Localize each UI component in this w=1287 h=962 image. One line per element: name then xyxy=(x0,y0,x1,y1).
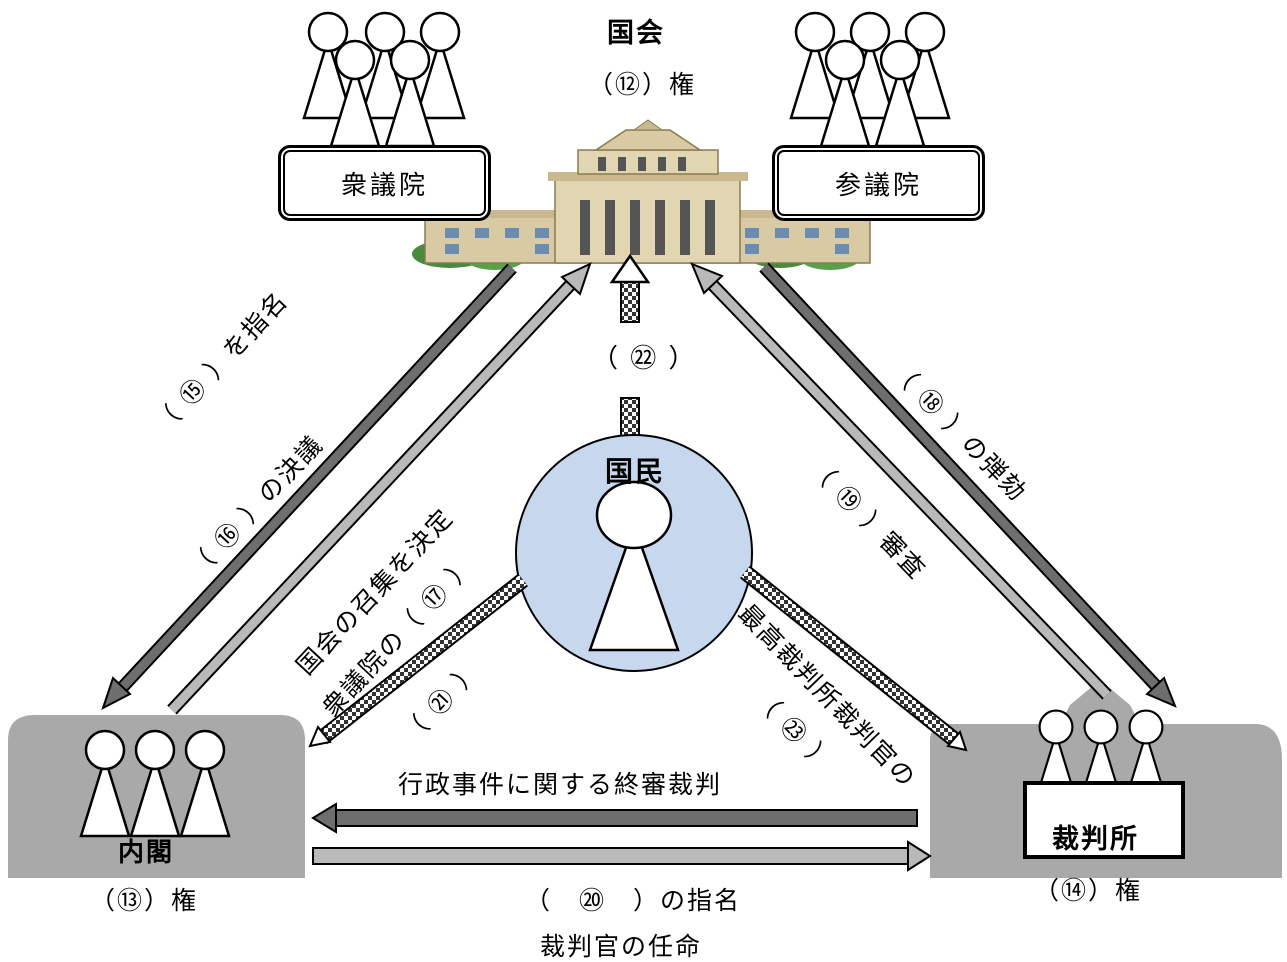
people-circle xyxy=(515,434,753,672)
diet-power-label: （⑫）権 xyxy=(588,70,697,99)
arrow-people-to-diet xyxy=(609,253,651,439)
arrow-court-to-cabinet xyxy=(311,802,918,834)
court-judges-icon xyxy=(1023,709,1185,859)
cabinet-title: 内閣 xyxy=(118,838,175,868)
house-of-councillors-label: 参議院 xyxy=(834,170,922,201)
people-title: 国民 xyxy=(605,455,666,488)
diet-members-left-icon xyxy=(302,11,466,148)
arrow-people-to-court xyxy=(740,565,968,752)
arrow-diet-to-court xyxy=(759,262,1177,708)
arrow-court-to-diet xyxy=(690,262,1112,700)
label-judge-appointment: 裁判官の任命 xyxy=(540,932,703,961)
court-title: 裁判所 xyxy=(1052,824,1139,855)
arrow-people-to-cabinet xyxy=(308,573,528,748)
cabinet-power-label: （⑬）権 xyxy=(90,886,199,915)
arrow-diet-to-cabinet xyxy=(101,263,517,711)
diet-title: 国会 xyxy=(607,18,665,49)
label-chief-justice-designation: （ ⑳ ）の指名 xyxy=(525,886,742,915)
label-election: （ ㉒ ） xyxy=(592,344,697,374)
arrow-cabinet-to-court xyxy=(312,840,932,872)
diet-members-right-icon xyxy=(789,11,951,148)
house-of-representatives-box: 衆議院 xyxy=(278,145,491,221)
court-power-label: （⑭）権 xyxy=(1034,876,1143,905)
house-of-representatives-label: 衆議院 xyxy=(340,170,428,201)
arrow-cabinet-to-diet xyxy=(167,262,592,715)
cabinet-members-icon xyxy=(79,729,231,838)
diet-building-icon xyxy=(412,119,875,270)
label-administrative-litigation: 行政事件に関する終審裁判 xyxy=(398,770,723,799)
house-of-councillors-box: 参議院 xyxy=(772,145,985,221)
